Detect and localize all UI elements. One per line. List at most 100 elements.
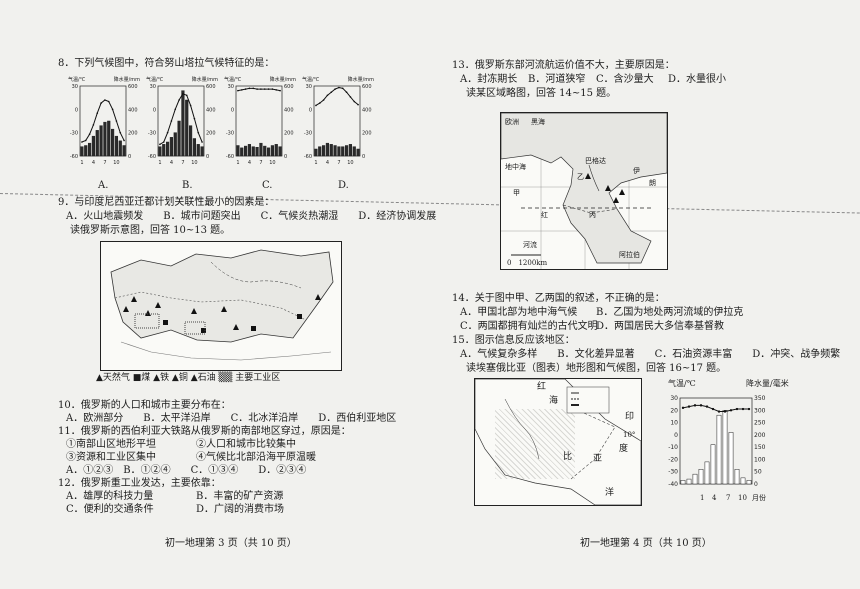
climate-right-xtick-1: 1 [700, 494, 705, 502]
temperature-point [322, 99, 325, 101]
temp-tick-label: 0 [674, 432, 678, 439]
temperature-line [682, 404, 749, 413]
month-tick-label: 1 [236, 160, 239, 166]
temperature-point [717, 410, 721, 413]
precip-axis-label: 降水量/mm [270, 76, 297, 83]
precip-axis-label: 降水量/mm [192, 76, 219, 83]
q14-option-d: D．两国居民大多信奉基督教 [596, 321, 725, 332]
temperature-point [107, 100, 110, 103]
month-tick-label: 1 [80, 160, 83, 166]
temperature-point [326, 94, 329, 97]
precip-tick-label: 0 [206, 154, 209, 160]
russia-map-legend: ▲天然气 ■煤 ▲铁 ▲铜 ▲石油 ▒▒ 主要工业区 [96, 373, 281, 383]
q10-options: A．欧洲部分 B．太平洋沿岸 C．北冰洋沿岸 D．西伯利亚地区 [66, 413, 397, 424]
precip-bar [169, 137, 174, 157]
precip-bar [337, 146, 341, 157]
precip-bar [734, 469, 740, 485]
precip-bar [192, 138, 197, 157]
precip-bar [680, 480, 686, 485]
precip-bar [278, 146, 282, 157]
temperature-line [159, 93, 203, 145]
precip-tick-label: 350 [754, 395, 766, 402]
precip-bar [118, 140, 122, 157]
plot-frame [235, 85, 283, 157]
temperature-point [747, 407, 751, 411]
precip-tick-label: 50 [754, 469, 762, 476]
precip-tick-label: 200 [128, 131, 138, 137]
russia-map-drawing [110, 249, 334, 361]
precip-tick-label: 600 [362, 84, 372, 90]
precip-tick-label: 300 [754, 407, 766, 414]
mideast-map: 欧洲 黑海 地中海 巴格达 甲 乙 红 河流 0 1200km 伊 朗 丙 阿拉… [500, 112, 668, 270]
q13-option-a: A．封冻期长 [460, 74, 518, 85]
temperature-point [318, 102, 321, 104]
ethiopia-label-bi: 比 [563, 452, 573, 462]
ethiopia-label-yin: 印 [625, 412, 635, 422]
precip-tick-label: 400 [128, 107, 138, 113]
precip-bar [698, 469, 704, 485]
map-label-river: 河流 [523, 241, 537, 249]
temp-axis-label: 气温/℃ [224, 76, 242, 83]
plot-frame [79, 85, 127, 157]
temperature-point [115, 120, 118, 122]
precip-axis-label: 降水量/mm [114, 76, 141, 83]
temperature-point [159, 143, 161, 146]
precip-bar [200, 146, 204, 157]
temperature-point [256, 88, 258, 90]
temperature-point [104, 99, 106, 101]
precip-bar [181, 90, 185, 157]
precip-tick-label: 600 [284, 84, 294, 90]
precip-bar [251, 146, 255, 157]
map-label-red: 红 [541, 211, 548, 219]
precip-tick-label: 400 [284, 107, 294, 113]
temperature-point [334, 88, 336, 90]
map-label-lang: 朗 [649, 179, 656, 187]
q13-option-c: C．含沙量大 [596, 74, 654, 85]
temperature-point [170, 120, 173, 122]
temp-axis-label: 气温/℃ [302, 76, 320, 83]
temperature-point [174, 108, 177, 111]
temperature-point [182, 92, 184, 95]
temperature-point [185, 94, 188, 97]
q14-option-a: A．甲国北部为地中海气候 [460, 307, 578, 318]
precip-bar [263, 145, 267, 157]
precip-bar [746, 480, 752, 485]
temperature-point [315, 104, 317, 107]
map-label-europe: 欧洲 [505, 118, 519, 126]
temperature-point [681, 406, 685, 410]
precip-bar [80, 146, 84, 157]
temperature-point [263, 88, 266, 90]
temperature-line [81, 99, 125, 143]
temperature-point [741, 407, 745, 411]
precip-bar [99, 125, 103, 157]
precip-bar [686, 478, 692, 485]
precip-tick-label: 250 [754, 420, 766, 427]
temperature-point [84, 139, 87, 142]
climate-right-ylabel-right: 降水量/毫米 [746, 379, 789, 388]
map-label-arabia: 阿拉伯 [619, 251, 640, 259]
q14-option-b: B．乙国为地处两河流域的伊拉克 [596, 307, 744, 318]
temp-tick-label: -60 [226, 154, 234, 160]
temperature-line [237, 87, 281, 92]
ethiopia-label-sea: 海 [549, 396, 559, 406]
q12-option-d: D．广阔的消费市场 [196, 504, 285, 515]
temperature-point [338, 86, 340, 89]
precip-bar [321, 145, 326, 157]
temperature-point [330, 91, 333, 94]
map-label-black-sea: 黑海 [531, 118, 545, 126]
q14-option-c: C．两国都拥有灿烂的古代文明 [460, 321, 598, 332]
precip-bar [692, 473, 698, 485]
temperature-point [267, 88, 270, 90]
q8-option-b: B. [182, 180, 193, 191]
temperature-point [687, 405, 691, 408]
precip-tick-label: 200 [206, 131, 216, 137]
temp-tick-label: 0 [309, 107, 312, 113]
map-label-yi-2: 伊 [633, 167, 640, 175]
precip-tick-label: 150 [754, 444, 766, 451]
precip-tick-label: 400 [206, 107, 216, 113]
q12-stem: 12．俄罗斯重工业发达，主要依靠： [58, 478, 221, 489]
precip-bar [740, 477, 746, 485]
